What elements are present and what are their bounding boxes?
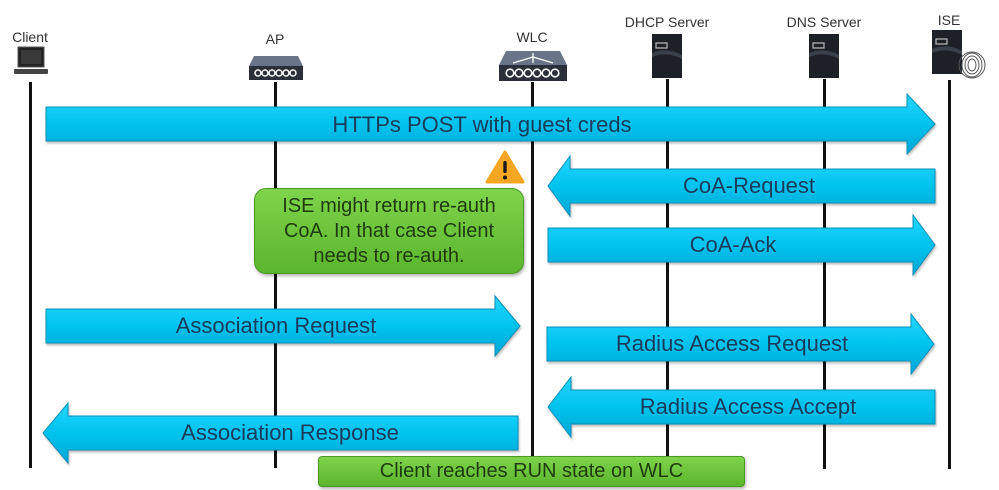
lifeline-ap bbox=[274, 82, 277, 468]
warning-icon bbox=[485, 150, 525, 184]
reauth-note: ISE might return re-auth CoA. In that ca… bbox=[254, 188, 524, 274]
dns-server-icon bbox=[809, 34, 839, 78]
message-label-radius-access-accept: Radius Access Accept bbox=[639, 394, 857, 419]
lifeline-wlc bbox=[531, 82, 534, 468]
run-state-bar: Client reaches RUN state on WLC bbox=[318, 456, 745, 487]
note-line-1: ISE might return re-auth bbox=[282, 195, 496, 217]
message-label-association-request: Association Request bbox=[175, 313, 377, 338]
lifeline-ise bbox=[948, 80, 951, 469]
message-label-coa-request: CoA-Request bbox=[682, 173, 816, 198]
message-label-coa-ack: CoA-Ack bbox=[689, 232, 777, 257]
lifeline-client bbox=[29, 82, 32, 468]
participant-label-client: Client bbox=[12, 29, 48, 45]
participant-label-ise: ISE bbox=[937, 12, 961, 28]
participant-label-dns: DNS Server bbox=[786, 14, 862, 30]
message-label-https-post: HTTPs POST with guest creds bbox=[332, 112, 632, 137]
message-arrow-left bbox=[547, 375, 936, 439]
message-label-association-response: Association Response bbox=[181, 420, 399, 445]
participant-label-dhcp: DHCP Server bbox=[624, 14, 710, 30]
participant-label-wlc: WLC bbox=[516, 29, 548, 45]
message-arrow-right bbox=[547, 213, 936, 277]
note-line-3: needs to re-auth. bbox=[313, 245, 465, 267]
message-arrow-right bbox=[45, 92, 936, 156]
message-arrow-left bbox=[42, 401, 519, 465]
lifeline-dns bbox=[823, 79, 826, 469]
message-arrow-right bbox=[45, 294, 521, 358]
note-line-2: CoA. In that case Client bbox=[283, 220, 495, 242]
message-label-radius-access-request: Radius Access Request bbox=[615, 331, 849, 356]
dhcp-server-icon bbox=[652, 34, 682, 78]
access-point-icon bbox=[249, 56, 303, 80]
message-arrow-right bbox=[546, 312, 935, 376]
lifeline-dhcp bbox=[666, 79, 669, 469]
message-arrow-left bbox=[547, 154, 936, 218]
wireless-controller-icon bbox=[499, 51, 567, 81]
ise-server-fingerprint-icon bbox=[932, 30, 986, 79]
participant-label-ap: AP bbox=[265, 31, 285, 47]
laptop-icon bbox=[14, 46, 48, 74]
